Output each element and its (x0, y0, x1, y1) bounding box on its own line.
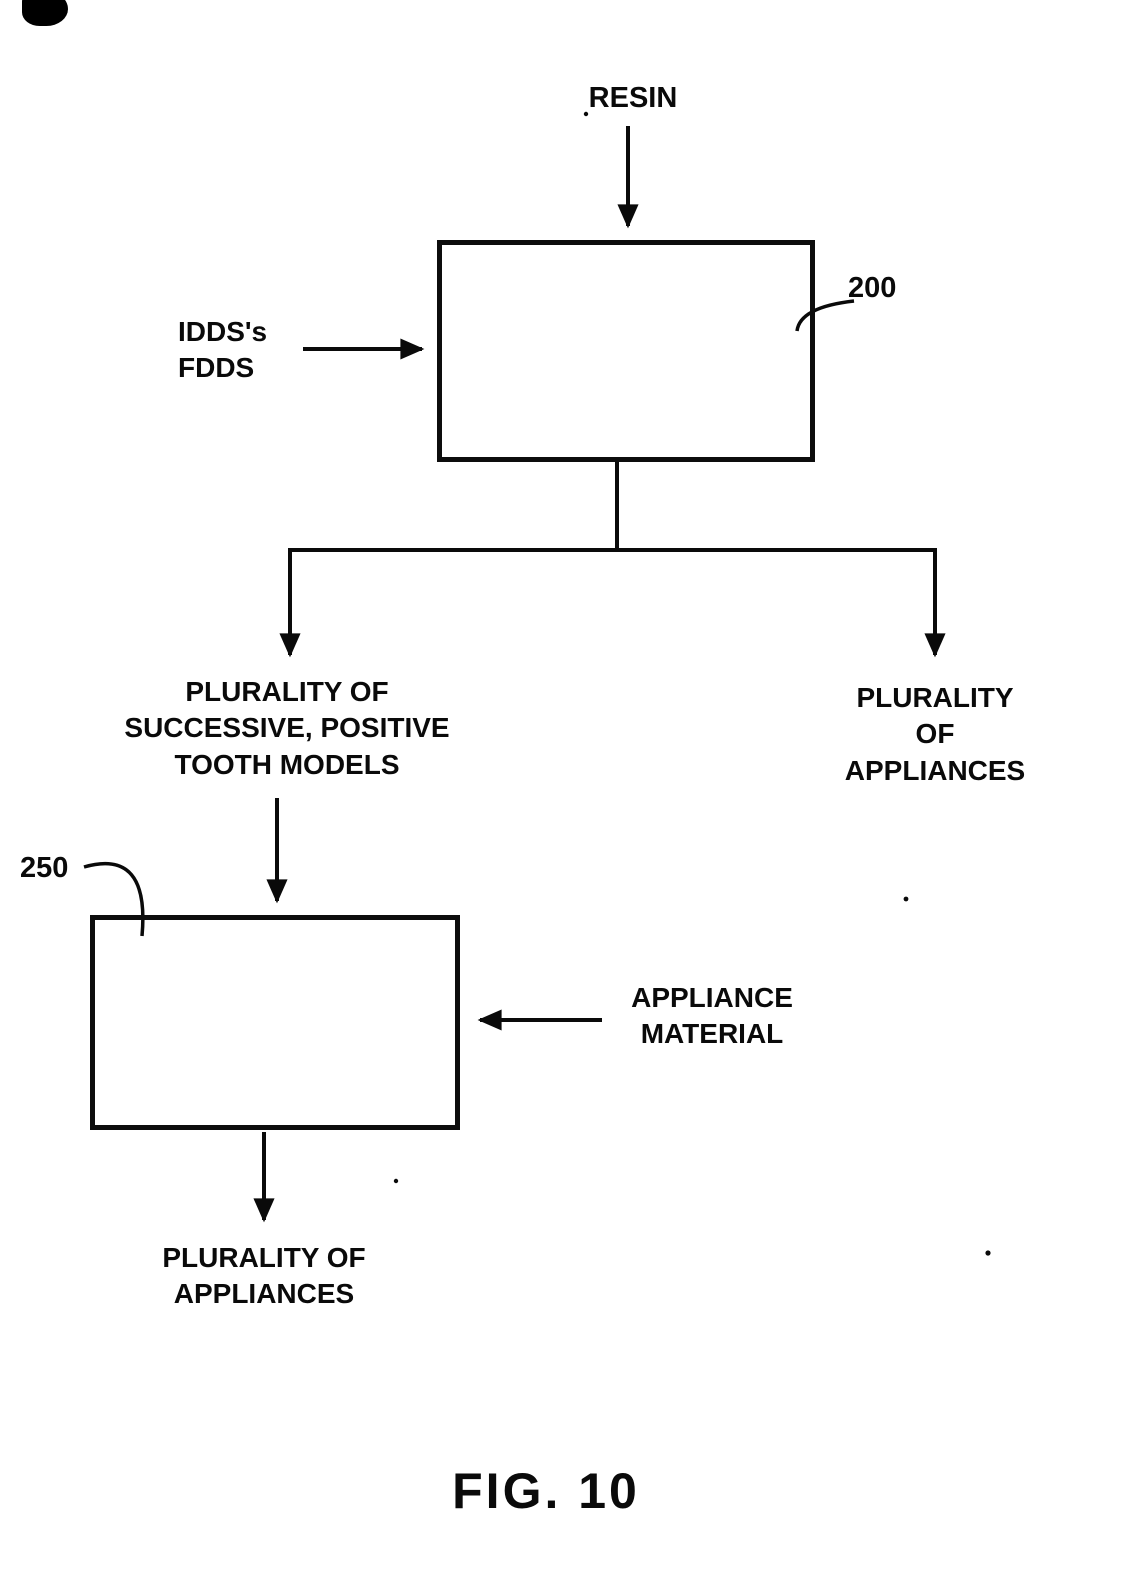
resin-input-label: RESIN (588, 82, 678, 114)
appliances-output-bottom-label: PLURALITY OF APPLIANCES (162, 1242, 366, 1310)
tooth-models-output-label: PLURALITY OF SUCCESSIVE, POSITIVE TOOTH … (124, 676, 450, 780)
scan-speck (583, 111, 589, 117)
appliance-material-input-label: APPLIANCE MATERIAL (631, 982, 793, 1050)
appliances-output-right-label: PLURALITY OF APPLIANCES (844, 682, 1026, 786)
scan-speck (903, 896, 909, 902)
ref-numeral-200: 200 (848, 272, 897, 304)
scan-artifact (22, 0, 68, 26)
scan-speck (393, 1178, 399, 1184)
idds-fdds-input-label: IDDS's FDDS (178, 316, 268, 384)
figure-caption: FIG. 10 (452, 1463, 640, 1519)
process-box-200 (437, 240, 815, 462)
scan-speck (985, 1250, 991, 1256)
process-box-250 (90, 915, 460, 1130)
ref-numeral-250: 250 (20, 852, 69, 884)
